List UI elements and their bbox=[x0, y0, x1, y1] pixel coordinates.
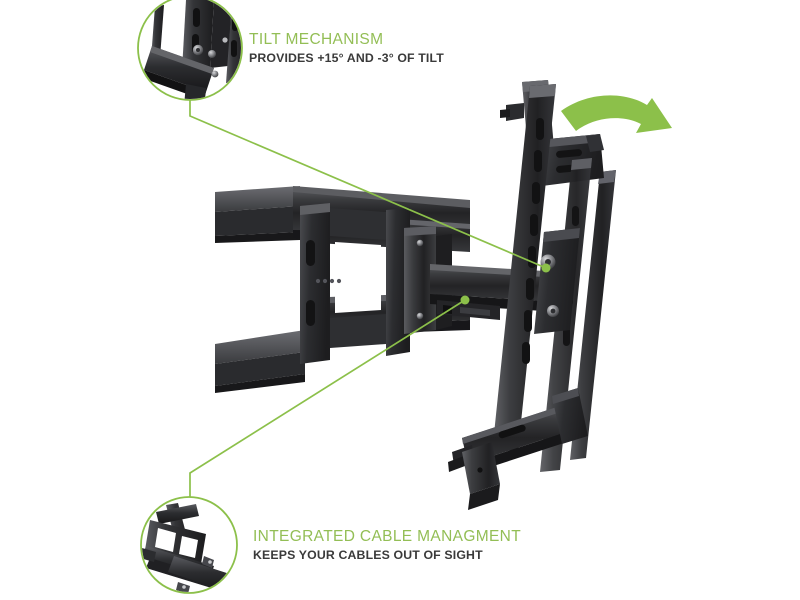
leader-line-cable-management bbox=[189, 299, 466, 497]
callout-subtitle-tilt-mechanism: PROVIDES +15° AND -3° OF TILT bbox=[249, 51, 444, 66]
callout-subtitle-cable-management: KEEPS YOUR CABLES OUT OF SIGHT bbox=[253, 548, 483, 563]
thumbnail-cable-management bbox=[142, 503, 236, 592]
extension-arm-assembly bbox=[215, 186, 560, 393]
thumbnail-tilt-mechanism bbox=[142, 0, 241, 99]
cable-management-channel bbox=[437, 300, 500, 320]
callout-title-tilt-mechanism: TILT MECHANISM bbox=[249, 31, 384, 48]
leader-line-tilt-mechanism bbox=[189, 100, 547, 269]
callout-title-cable-management: INTEGRATED CABLE MANAGMENT bbox=[253, 528, 522, 545]
leader-endpoint-tilt-mechanism bbox=[541, 263, 551, 273]
leader-endpoint-cable-management bbox=[460, 295, 470, 305]
tilt-head-right-foot bbox=[552, 388, 588, 444]
tilt-head-bottom-bracket bbox=[448, 406, 567, 510]
tilt-pivot-plate bbox=[534, 228, 580, 334]
callout-label-cable-management: INTEGRATED CABLE MANAGMENT KEEPS YOUR CA… bbox=[253, 528, 521, 563]
callout-label-tilt-mechanism: TILT MECHANISM PROVIDES +15° AND -3° OF … bbox=[249, 31, 444, 66]
brand-mark bbox=[315, 278, 342, 284]
